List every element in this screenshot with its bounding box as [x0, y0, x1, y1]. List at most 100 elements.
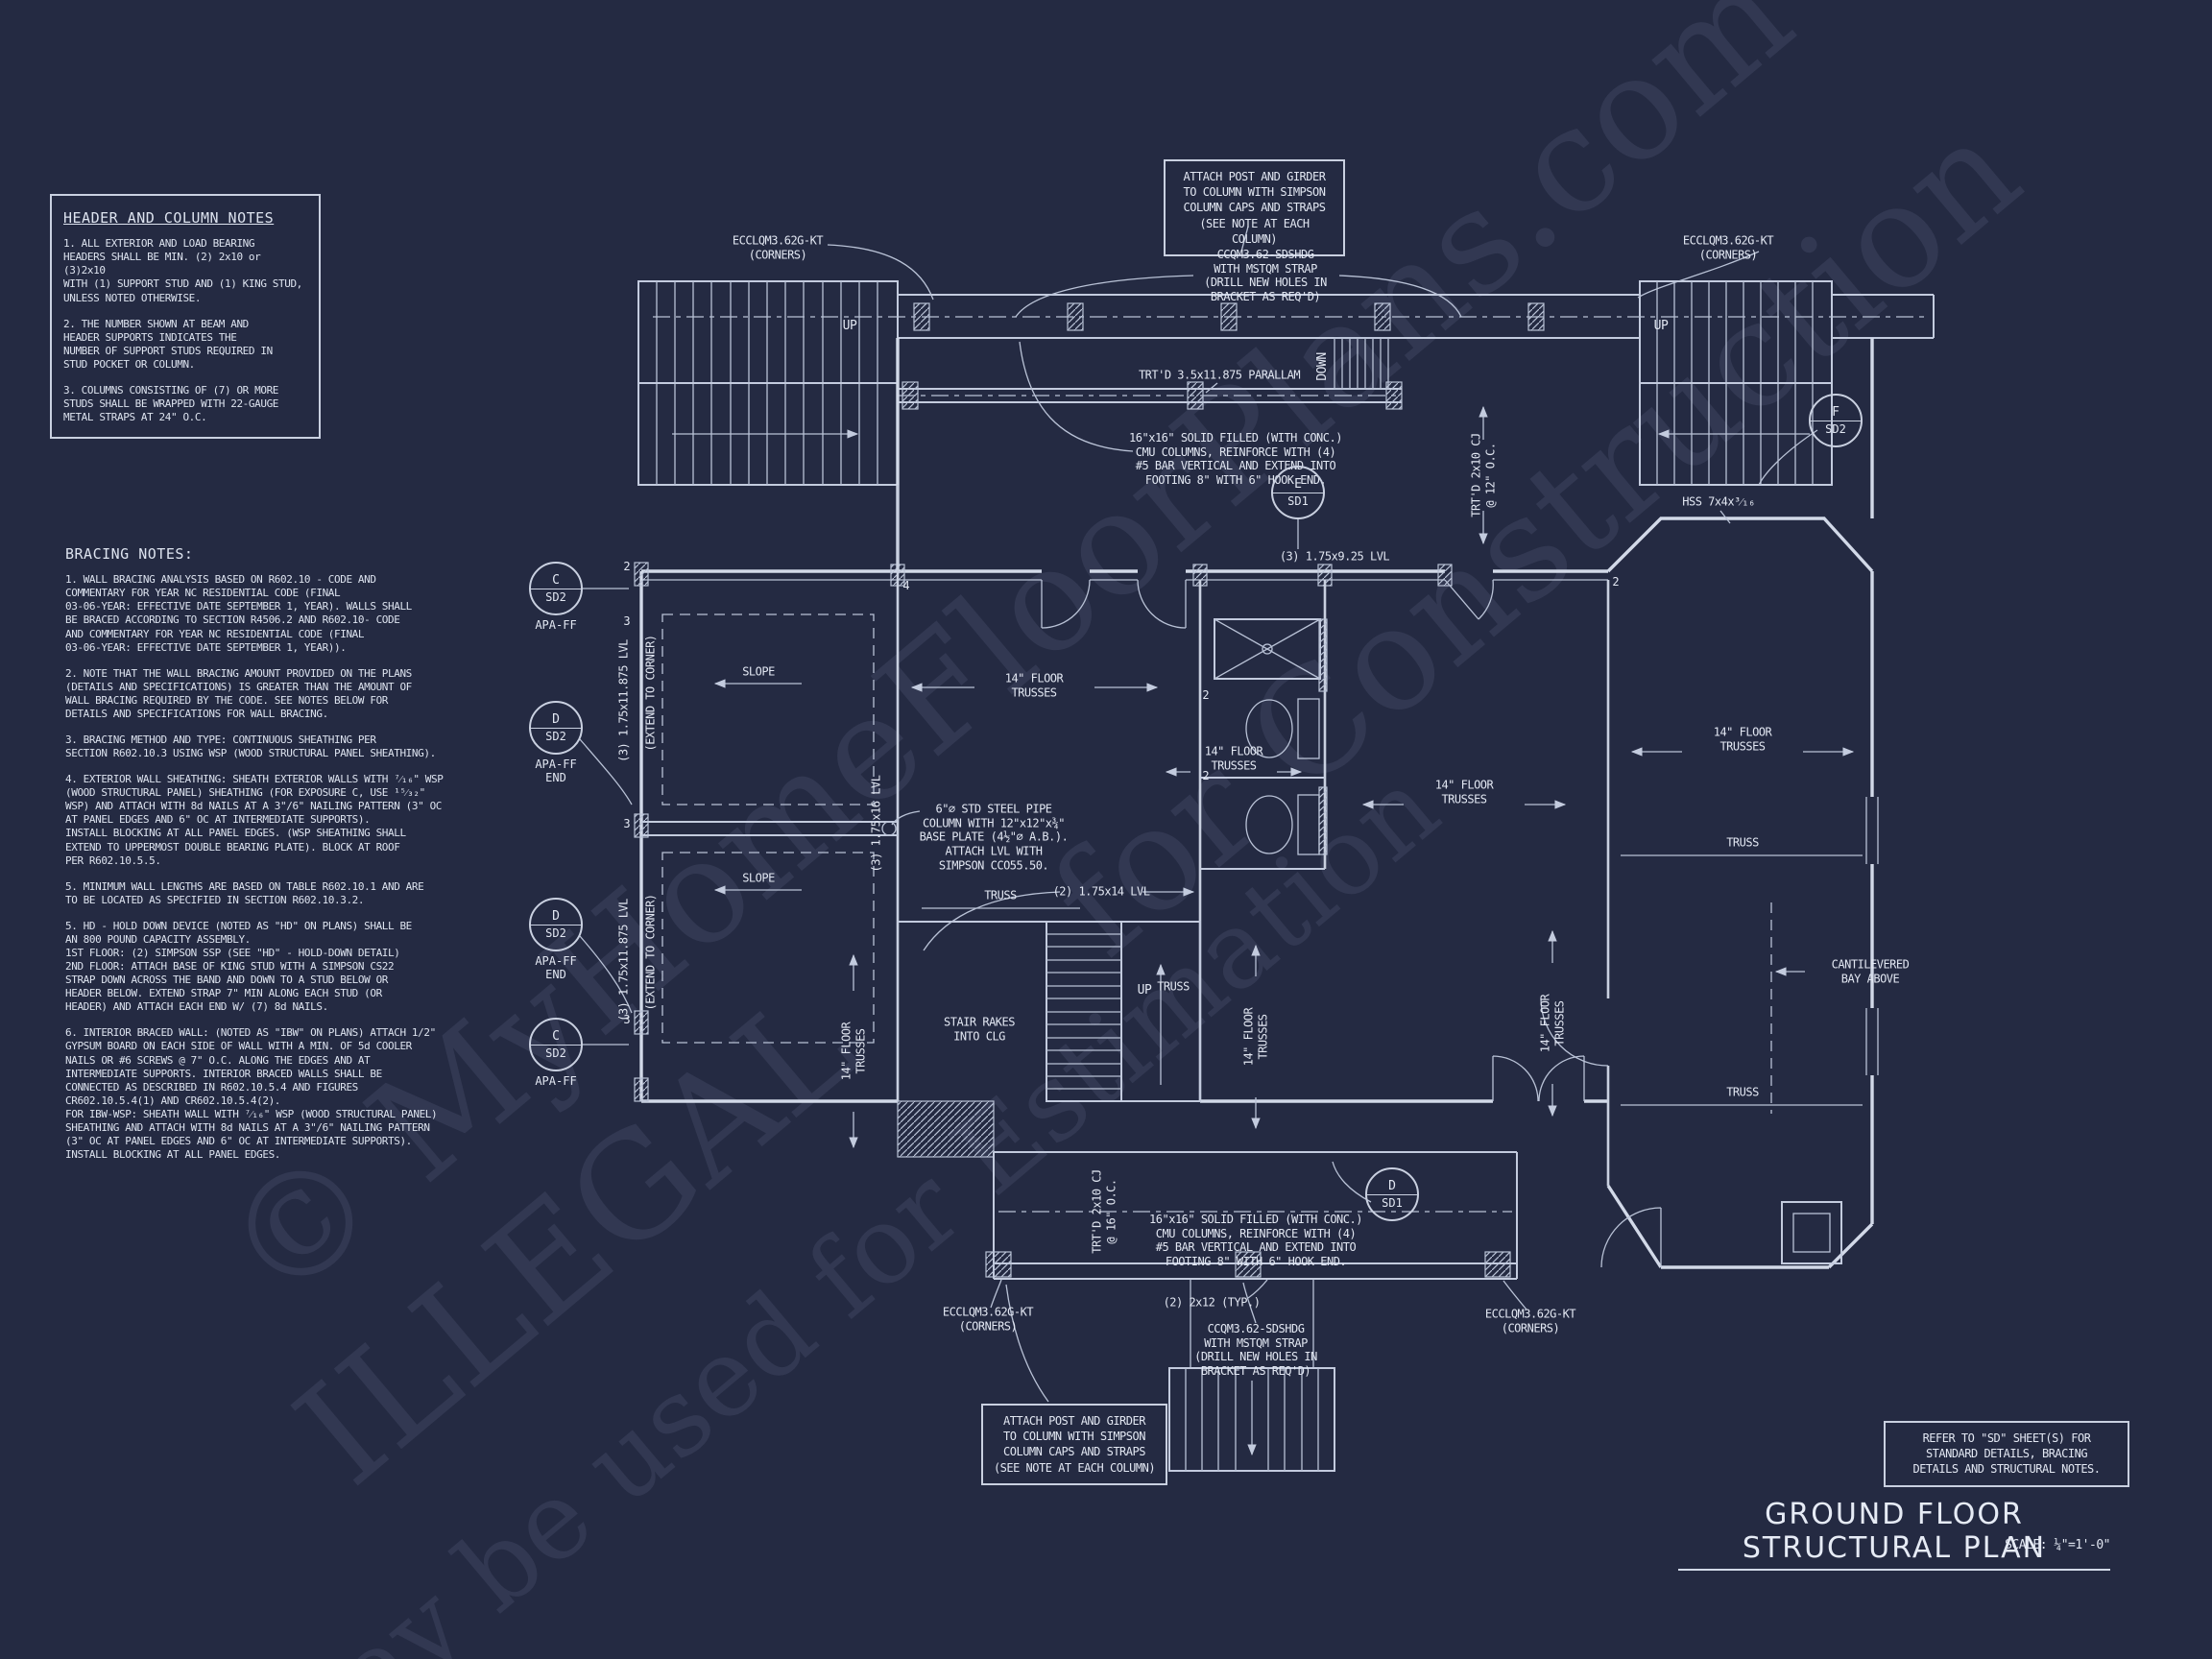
bracing-note-5: 5. MINIMUM WALL LENGTHS ARE BASED ON TAB…: [65, 879, 424, 906]
floor-trusses-label-2: 14" FLOOR TRUSSES: [1204, 744, 1263, 772]
callout-extend-corner-upper: (EXTEND TO CORNER): [643, 635, 658, 752]
stud-count: 2: [1202, 688, 1210, 702]
floor-trusses-label-5: 14" FLOOR TRUSSES: [839, 1022, 867, 1081]
truss-label-1: TRUSS: [984, 888, 1017, 902]
down-label: DOWN: [1315, 352, 1331, 381]
exterior-walls: [634, 338, 1879, 1269]
section-marker-c-sd2-2: C SD2: [529, 1018, 583, 1071]
callout-trtd-2x10-12oc: TRT'D 2x10 CJ @ 12" O.C.: [1469, 433, 1497, 517]
cantilevered-bay-label: CANTILEVERED BAY ABOVE: [1831, 957, 1910, 985]
callout-hss: HSS 7x4x³⁄₁₆: [1682, 494, 1755, 509]
stair-top-right: [1639, 280, 1833, 486]
callout-lvl-11875-upper: (3) 1.75x11.875 LVL: [616, 639, 631, 762]
bracing-note-2: 2. NOTE THAT THE WALL BRACING AMOUNT PRO…: [65, 666, 412, 720]
bathroom-fixtures: [1214, 618, 1328, 855]
up-label-center-stair: UP: [1137, 983, 1152, 998]
section-marker-d-sd2-2: D SD2: [529, 898, 583, 951]
bracing-note-4: 4. EXTERIOR WALL SHEATHING: SHEATH EXTER…: [65, 773, 444, 867]
marker-letter: F: [1832, 404, 1839, 420]
marker-sheet: SD2: [531, 727, 581, 754]
stud-count: 3: [623, 817, 631, 830]
callout-trtd-2x10-16oc: TRT'D 2x10 CJ @ 16" O.C.: [1090, 1169, 1118, 1254]
floor-trusses-label-1: 14" FLOOR TRUSSES: [1004, 671, 1064, 699]
floor-trusses-label-4: 14" FLOOR TRUSSES: [1713, 725, 1772, 753]
sheet-scale: SCALE: ¼"=1'-0": [2005, 1538, 2110, 1552]
callout-ecclqm-top-left: ECCLQM3.62G-KT (CORNERS): [732, 233, 824, 261]
callout-ecclqm-bottom-right: ECCLQM3.62G-KT (CORNERS): [1484, 1307, 1576, 1334]
refer-sd-note: REFER TO "SD" SHEET(S) FOR STANDARD DETA…: [1884, 1421, 2129, 1487]
stud-count: 2: [1202, 769, 1210, 782]
slope-label-upper: SLOPE: [742, 664, 775, 679]
stair-top-left: [637, 280, 899, 486]
interior-walls: [641, 485, 1610, 1186]
callout-lvl-925: (3) 1.75x9.25 LVL: [1279, 549, 1390, 564]
porch: [985, 1151, 1518, 1280]
stud-count: 2: [623, 560, 631, 573]
callout-ecclqm-top-right: ECCLQM3.62G-KT (CORNERS): [1682, 233, 1774, 261]
slope-label-lower: SLOPE: [742, 871, 775, 885]
marker-letter: E: [1294, 476, 1302, 492]
bracing-note-1: 1. WALL BRACING ANALYSIS BASED ON R602.1…: [65, 573, 412, 654]
marker-sheet: SD1: [1367, 1193, 1417, 1220]
stair-center: [1046, 921, 1201, 1102]
floor-trusses-label-7: 14" FLOOR TRUSSES: [1538, 994, 1566, 1053]
bracing-note-3: 3. BRACING METHOD AND TYPE: CONTINUOUS S…: [65, 733, 436, 760]
marker-note-apaff-2: APA-FF: [535, 1074, 577, 1088]
marker-letter: C: [552, 1028, 560, 1044]
callout-cmu-bottom: 16"x16" SOLID FILLED (WITH CONC.) CMU CO…: [1149, 1212, 1362, 1268]
marker-note-apaffend-2: APA-FF END: [535, 954, 577, 982]
marker-sheet: SD2: [1811, 420, 1861, 446]
callout-ecclqm-bottom-left: ECCLQM3.62G-KT (CORNERS): [942, 1305, 1034, 1333]
section-marker-f-sd2: F SD2: [1809, 394, 1863, 447]
stud-count: 4: [902, 579, 910, 592]
callout-ccqm-bottom: CCQM3.62-SDSHDG WITH MSTQM STRAP (DRILL …: [1194, 1321, 1317, 1378]
leader-lines: [579, 226, 1855, 1403]
callout-lvl-16: (3) 1.75x16 LVL: [869, 775, 883, 873]
marker-letter: C: [552, 572, 560, 588]
truss-label-3: TRUSS: [1726, 835, 1759, 850]
marker-sheet: SD2: [531, 924, 581, 950]
marker-note-apaffend-1: APA-FF END: [535, 757, 577, 785]
callout-ccqm-top: CCQM3.62-SDSHDG WITH MSTQM STRAP (DRILL …: [1204, 247, 1327, 303]
truss-label-2: TRUSS: [1157, 979, 1190, 994]
callout-parallam: TRT'D 3.5x11.875 PARALLAM: [1138, 368, 1301, 382]
marker-sheet: SD2: [531, 1044, 581, 1070]
top-beam-band: [653, 294, 1935, 339]
slope-areas: [661, 613, 875, 1044]
stud-count: 3: [623, 614, 631, 628]
stud-count: 3: [623, 1013, 631, 1026]
header-note-2: 2. THE NUMBER SHOWN AT BEAM AND HEADER S…: [63, 317, 273, 371]
marker-letter: D: [1388, 1178, 1396, 1193]
stud-count: 2: [1612, 575, 1620, 589]
bracing-notes-title: BRACING NOTES:: [65, 545, 194, 563]
callout-lvl-14: (2) 1.75x14 LVL: [1052, 884, 1150, 899]
parallam-beam: [898, 337, 1403, 410]
section-marker-e-sd1: E SD1: [1271, 466, 1325, 519]
callout-pipe-column: 6"⌀ STD STEEL PIPE COLUMN WITH 12"x12"x¾…: [919, 802, 1069, 872]
attach-post-note-top: ATTACH POST AND GIRDER TO COLUMN WITH SI…: [1164, 159, 1345, 256]
door-swings: [1041, 579, 1662, 1268]
attach-post-note-bottom: ATTACH POST AND GIRDER TO COLUMN WITH SI…: [981, 1404, 1167, 1485]
floor-trusses-label-6: 14" FLOOR TRUSSES: [1241, 1007, 1269, 1067]
floor-trusses-label-3: 14" FLOOR TRUSSES: [1434, 778, 1494, 805]
truss-label-4: TRUSS: [1726, 1085, 1759, 1099]
up-label-right-stair: UP: [1653, 319, 1669, 334]
callout-2x12-typ: (2) 2x12 (TYP.): [1163, 1295, 1261, 1310]
stair-bottom: [1168, 1279, 1335, 1472]
header-notes-title: HEADER AND COLUMN NOTES: [63, 209, 275, 227]
marker-sheet: SD1: [1273, 492, 1323, 518]
callout-lvl-11875-lower: (3) 1.75x11.875 LVL: [616, 899, 631, 1022]
bracing-note-6: 6. INTERIOR BRACED WALL: (NOTED AS "IBW"…: [65, 1026, 438, 1162]
up-label-left-stair: UP: [842, 319, 857, 334]
marker-note-apaff-1: APA-FF: [535, 618, 577, 632]
header-column-notes: HEADER AND COLUMN NOTES 1. ALL EXTERIOR …: [50, 194, 321, 439]
marker-letter: D: [552, 711, 560, 727]
marker-sheet: SD2: [531, 588, 581, 614]
header-note-1: 1. ALL EXTERIOR AND LOAD BEARING HEADERS…: [63, 237, 302, 304]
section-marker-c-sd2-1: C SD2: [529, 562, 583, 615]
section-marker-d-sd2-1: D SD2: [529, 701, 583, 755]
header-note-3: 3. COLUMNS CONSISTING OF (7) OR MORE STU…: [63, 383, 279, 424]
right-wing-details: [1621, 854, 1863, 1264]
